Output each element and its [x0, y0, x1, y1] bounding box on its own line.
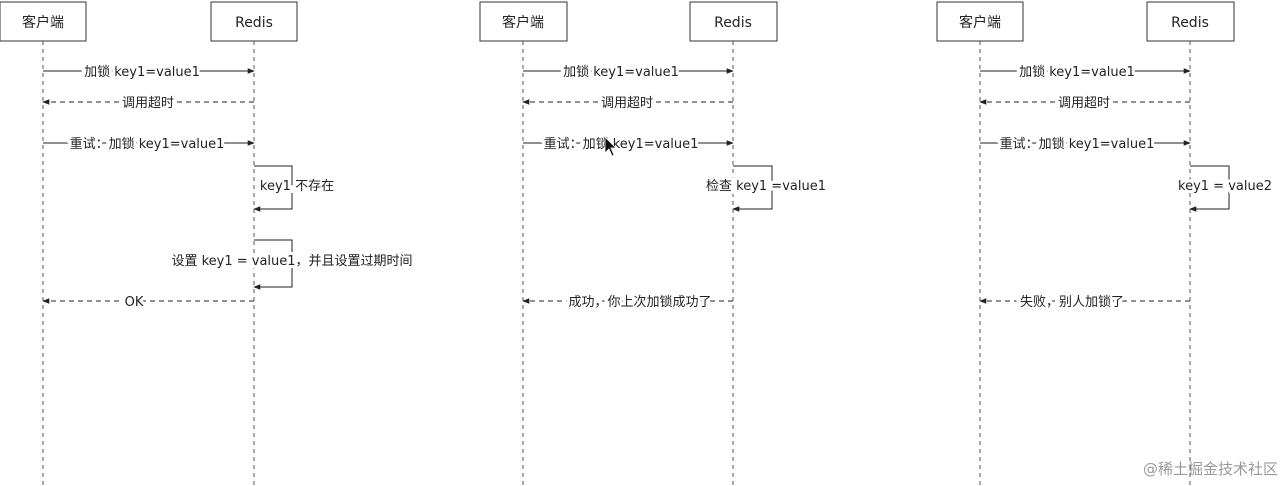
retry-message: 重试：加锁 key1=value1: [1000, 136, 1155, 152]
redis-label: Redis: [714, 15, 752, 31]
panel-1: 客户端 Redis 加锁 key1=value1 调用超时 重试：加锁 key1…: [0, 1, 416, 486]
self-message-1: key1 = value2: [1178, 179, 1272, 194]
redis-box: [1146, 1, 1235, 42]
self-message-1-arrow: [1189, 165, 1230, 212]
reply-message: 失败，别人加锁了: [1020, 294, 1124, 310]
watermark: @稀土掘金技术社区: [1143, 460, 1278, 478]
timeout-message: 调用超时: [122, 96, 174, 111]
reply-message: 成功，你上次加锁成功了: [568, 294, 711, 310]
lock-message: 加锁 key1=value1: [563, 64, 679, 80]
self-message-2: 设置 key1 = value1，并且设置过期时间: [171, 254, 412, 269]
retry-message: 重试：加锁 key1=value1: [544, 136, 699, 152]
timeout-message: 调用超时: [601, 96, 653, 111]
lock-message: 加锁 key1=value1: [1019, 64, 1135, 80]
client-box: [479, 1, 568, 42]
redis-label: Redis: [1171, 15, 1209, 31]
panel-3: 客户端 Redis 加锁 key1=value1 调用超时 重试：加锁 key1…: [936, 1, 1275, 486]
self-message-1: 检查 key1 =value1: [706, 179, 826, 194]
client-label: 客户端: [502, 14, 544, 31]
client-label: 客户端: [959, 14, 1001, 31]
redis-label: Redis: [235, 15, 273, 31]
self-message-2-arrow: [253, 239, 293, 290]
self-message-1-arrow: [732, 165, 773, 212]
mouse-cursor-icon: [604, 136, 617, 157]
client-label: 客户端: [22, 14, 64, 31]
timeout-message: 调用超时: [1058, 96, 1110, 111]
lock-message: 加锁 key1=value1: [84, 64, 200, 80]
self-message-1-arrow: [253, 165, 293, 212]
retry-message: 重试：加锁 key1=value1: [70, 136, 225, 152]
self-message-1: key1 不存在: [260, 179, 334, 194]
client-box: [936, 1, 1024, 42]
panel-2: 客户端 Redis 加锁 key1=value1 调用超时 重试：加锁 key1…: [479, 1, 829, 486]
redis-box: [210, 1, 298, 42]
reply-message: OK: [125, 295, 144, 310]
client-box: [0, 1, 87, 42]
